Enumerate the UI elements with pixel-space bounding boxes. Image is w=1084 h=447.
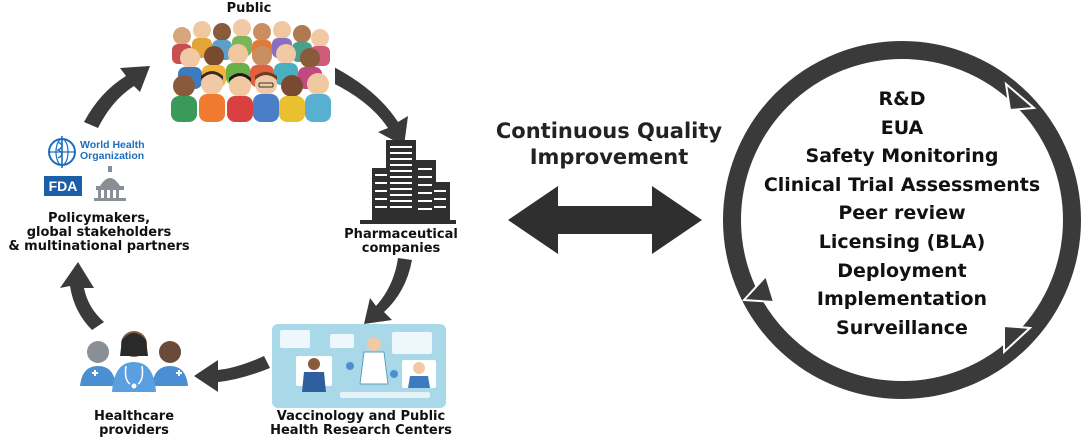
arrow-public-to-pharma xyxy=(322,64,408,146)
center-title: Continuous Quality Improvement xyxy=(478,118,740,170)
node-label-policymakers: Policymakers, global stakeholders & mult… xyxy=(4,212,194,254)
policy-label-line3: & multinational partners xyxy=(8,239,190,254)
cycle-steps-list: R&D EUA Safety Monitoring Clinical Trial… xyxy=(742,85,1062,342)
who-logo-text: World Health Organization xyxy=(80,140,145,162)
node-label-healthcare: Healthcare providers xyxy=(84,410,184,438)
cycle-step: EUA xyxy=(880,116,924,139)
fda-logo-icon xyxy=(44,176,82,196)
research-label-line1: Vaccinology and Public xyxy=(276,409,446,424)
pharma-label-line1: Pharmaceutical xyxy=(344,227,458,242)
who-logo-icon xyxy=(48,136,76,168)
healthcare-providers-icon xyxy=(80,331,188,392)
cycle-step: Implementation xyxy=(816,288,988,311)
healthcare-label-line1: Healthcare xyxy=(93,409,175,424)
node-label-pharma: Pharmaceutical companies xyxy=(336,228,466,256)
cycle-step: Safety Monitoring xyxy=(805,145,999,168)
node-label-research: Vaccinology and Public Health Research C… xyxy=(258,410,464,438)
double-arrow-icon xyxy=(508,186,702,254)
cycle-step: Surveillance xyxy=(836,316,968,339)
ring-arrow-bottom-right xyxy=(1003,324,1033,355)
capitol-icon xyxy=(94,166,126,201)
arrow-pharma-to-research xyxy=(364,258,412,324)
research-illustration xyxy=(272,324,446,408)
who-text-line2: Organization xyxy=(80,150,145,162)
left-cycle-arrows xyxy=(60,64,412,392)
cycle-step: Clinical Trial Assessments xyxy=(763,173,1041,196)
cycle-step: Peer review xyxy=(838,202,966,225)
center-title-line1: Continuous Quality xyxy=(495,119,723,143)
center-title-line2: Improvement xyxy=(529,145,689,169)
arrow-research-to-healthcare xyxy=(194,356,270,392)
research-label-line2: Health Research Centers xyxy=(270,423,452,438)
pharma-label-line2: companies xyxy=(361,241,441,256)
healthcare-label-line2: providers xyxy=(99,423,169,438)
cycle-step: R&D xyxy=(878,88,926,110)
arrow-healthcare-to-policy xyxy=(60,262,104,330)
policy-label-line1: Policymakers, xyxy=(47,211,151,226)
who-text-line1: World Health xyxy=(80,139,145,151)
ring-arrow-top-right xyxy=(1004,81,1037,112)
cycle-step: Licensing (BLA) xyxy=(818,230,986,253)
ring-arrow-left xyxy=(741,274,776,304)
cycle-step: Deployment xyxy=(837,259,967,282)
fda-logo-text: FDA xyxy=(48,178,78,194)
buildings-icon xyxy=(360,140,456,224)
arrow-policy-to-public xyxy=(84,66,150,128)
right-cycle-ring xyxy=(723,41,1081,399)
node-label-public: Public xyxy=(226,1,272,16)
policy-label-line2: global stakeholders xyxy=(26,225,172,240)
crowd-icon xyxy=(165,14,335,122)
